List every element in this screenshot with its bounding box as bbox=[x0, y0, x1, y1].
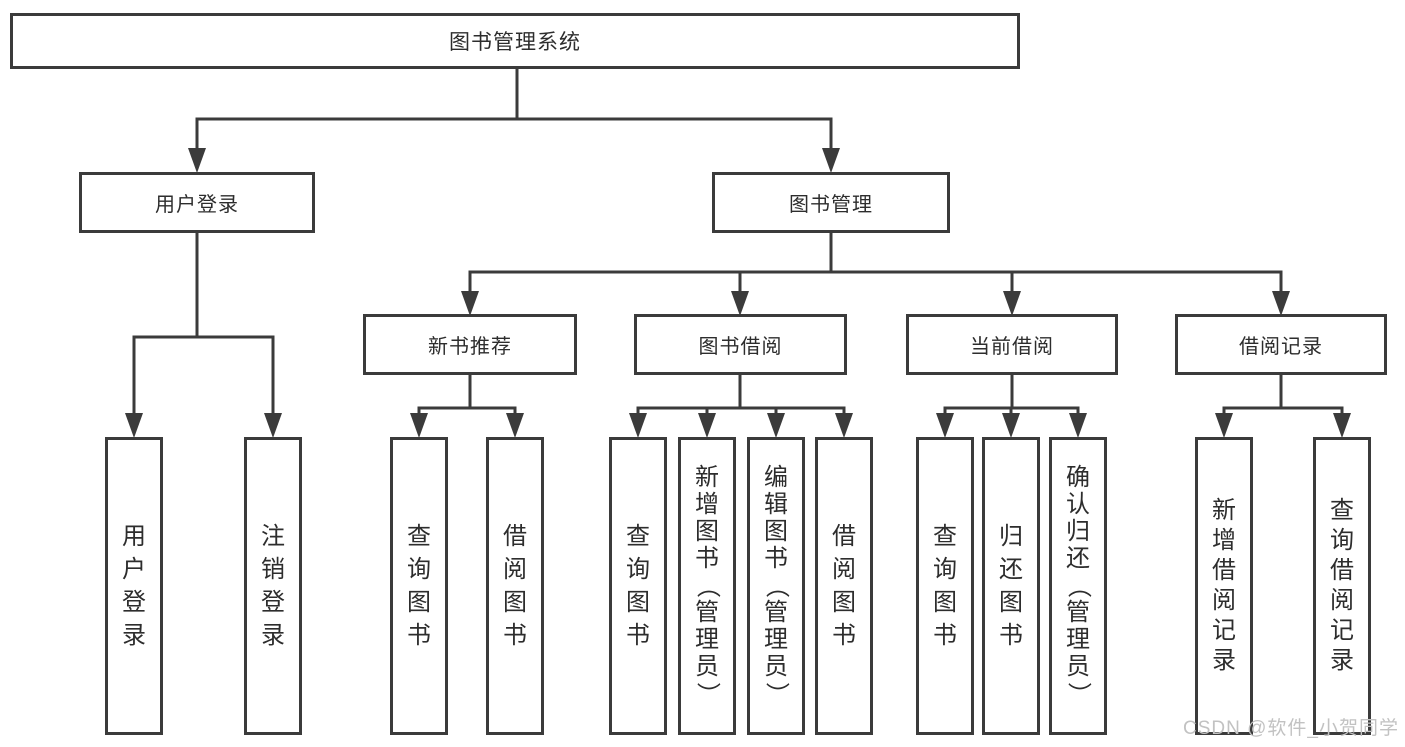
leaf-return-books-label: 归还图书 bbox=[999, 522, 1023, 649]
leaf-add-books-admin-label: 新增图书（管理员） bbox=[694, 464, 721, 707]
node-user-login-branch-label: 用户登录 bbox=[155, 194, 239, 216]
connector-new-books-group bbox=[410, 375, 524, 438]
leaf-query-books-borrow: 查询图书 bbox=[609, 437, 667, 735]
node-book-management-label: 图书管理 bbox=[789, 194, 873, 216]
node-book-management: 图书管理 bbox=[712, 172, 950, 233]
leaf-query-books-recommend-label: 查询图书 bbox=[407, 522, 431, 649]
leaf-borrow-books: 借阅图书 bbox=[815, 437, 873, 735]
leaf-logout-label: 注销登录 bbox=[261, 522, 285, 649]
leaf-confirm-return-admin: 确认归还（管理员） bbox=[1049, 437, 1107, 735]
leaf-return-books: 归还图书 bbox=[982, 437, 1040, 735]
leaf-add-borrow-record: 新增借阅记录 bbox=[1195, 437, 1253, 735]
node-current-borrowing-label: 当前借阅 bbox=[970, 336, 1054, 358]
connector-records-group bbox=[1215, 375, 1351, 438]
node-new-book-recommend-label: 新书推荐 bbox=[428, 336, 512, 358]
leaf-user-login: 用户登录 bbox=[105, 437, 163, 735]
leaf-confirm-return-admin-label: 确认归还（管理员） bbox=[1065, 464, 1092, 707]
connector-current-group bbox=[936, 375, 1087, 438]
node-library-system: 图书管理系统 bbox=[10, 13, 1020, 69]
leaf-add-books-admin: 新增图书（管理员） bbox=[678, 437, 736, 735]
node-current-borrowing: 当前借阅 bbox=[906, 314, 1118, 375]
leaf-query-books-recommend: 查询图书 bbox=[390, 437, 448, 735]
leaf-query-books-borrow-label: 查询图书 bbox=[626, 522, 650, 649]
leaf-borrow-books-label: 借阅图书 bbox=[832, 522, 856, 649]
connector-book-mgmt-to-level3 bbox=[461, 233, 1290, 316]
node-book-borrowing-label: 图书借阅 bbox=[698, 336, 783, 358]
leaf-borrow-books-recommend-label: 借阅图书 bbox=[503, 522, 527, 649]
watermark: CSDN @软件_小贺同学 bbox=[1183, 718, 1399, 739]
connector-user-login-group bbox=[125, 233, 282, 438]
node-borrowing-records-label: 借阅记录 bbox=[1239, 336, 1323, 358]
leaf-logout: 注销登录 bbox=[244, 437, 302, 735]
node-borrowing-records: 借阅记录 bbox=[1175, 314, 1387, 375]
leaf-add-borrow-record-label: 新增借阅记录 bbox=[1212, 497, 1236, 674]
leaf-query-books-current-label: 查询图书 bbox=[933, 522, 957, 649]
connector-root-to-level2 bbox=[188, 68, 840, 173]
leaf-borrow-books-recommend: 借阅图书 bbox=[486, 437, 544, 735]
connector-borrow-group bbox=[629, 375, 853, 438]
leaf-query-books-current: 查询图书 bbox=[916, 437, 974, 735]
node-book-borrowing: 图书借阅 bbox=[634, 314, 847, 375]
node-user-login-branch: 用户登录 bbox=[79, 172, 315, 233]
leaf-query-borrow-record: 查询借阅记录 bbox=[1313, 437, 1371, 735]
leaf-edit-books-admin: 编辑图书（管理员） bbox=[747, 437, 805, 735]
node-new-book-recommend: 新书推荐 bbox=[363, 314, 577, 375]
leaf-edit-books-admin-label: 编辑图书（管理员） bbox=[763, 464, 790, 707]
leaf-user-login-label: 用户登录 bbox=[122, 522, 146, 649]
leaf-query-borrow-record-label: 查询借阅记录 bbox=[1330, 497, 1354, 674]
node-library-system-label: 图书管理系统 bbox=[449, 31, 581, 54]
